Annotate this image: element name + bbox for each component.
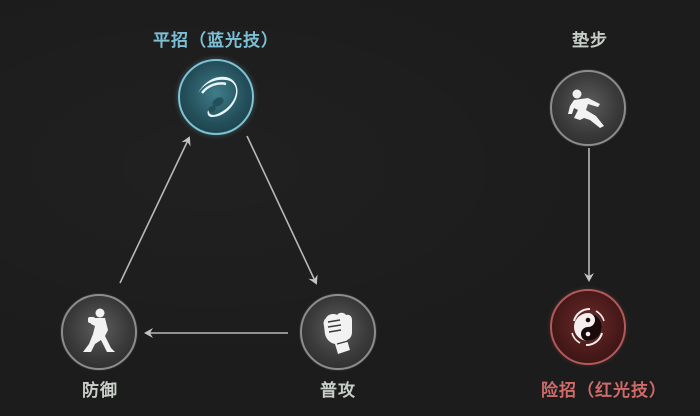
edge-fangyu-to-pingzhao — [119, 136, 191, 284]
node-label-dian-bu: 垫步 — [572, 31, 608, 51]
node-label-fang-yu: 防御 — [82, 381, 118, 401]
node-label-xian-zhao: 险招（红光技） — [541, 381, 667, 401]
node-dian-bu[interactable] — [550, 70, 626, 146]
dash-step-icon — [568, 89, 604, 128]
guard-stance-icon — [83, 308, 115, 352]
slash-strike-icon — [196, 76, 238, 117]
node-xian-zhao[interactable] — [550, 289, 626, 365]
node-label-pu-gong: 普攻 — [320, 381, 356, 401]
node-fang-yu[interactable] — [61, 294, 137, 370]
yin-yang-icon — [571, 307, 605, 347]
node-ping-zhao[interactable] — [178, 59, 254, 135]
node-pu-gong[interactable] — [300, 294, 376, 370]
node-label-ping-zhao: 平招（蓝光技） — [153, 31, 279, 51]
edge-pingzhao-to-pugong — [246, 135, 318, 285]
fist-icon — [323, 312, 352, 354]
